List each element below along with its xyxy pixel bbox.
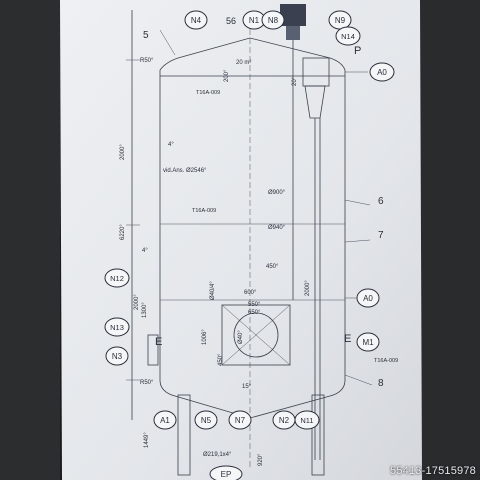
item-6-label: 6 xyxy=(378,196,384,207)
bubble-a1: A1 xyxy=(153,410,177,430)
tank-shell-outline xyxy=(159,70,346,419)
annot-dim-1006: 1006° xyxy=(202,329,208,345)
bubble-m1: M1 xyxy=(356,332,380,352)
annot-angle-20: 20° xyxy=(292,76,298,86)
leader-6 xyxy=(344,199,371,206)
annot-dim-2000-right: 2000° xyxy=(305,280,311,296)
manhole-frame xyxy=(221,304,291,366)
paper-sheet xyxy=(60,0,422,480)
bubble-n11: N11 xyxy=(294,410,320,430)
e-right-label: E xyxy=(344,333,351,345)
bubble-n12: N12 xyxy=(104,268,130,288)
p-mark-label: P xyxy=(354,45,361,57)
bubble-a0-mid: A0 xyxy=(356,288,380,308)
annot-angle-4-mid: 4° xyxy=(142,248,148,254)
bubble-ep-text: EP xyxy=(221,470,232,479)
bubble-m1-text: M1 xyxy=(362,338,374,347)
bubble-n5-text: N5 xyxy=(201,416,212,425)
bubble-n2-text: N2 xyxy=(279,416,290,425)
annot-tag-right: T16A-009 xyxy=(374,358,398,364)
annot-dim-450b: 450° xyxy=(218,353,224,366)
annot-dim-550: 550° xyxy=(248,302,261,308)
right-cyclone-cone xyxy=(304,85,326,119)
e-left-label: E xyxy=(155,336,162,348)
bubble-n13-text: N13 xyxy=(110,323,124,332)
annot-dim-1300: 1300° xyxy=(142,302,148,318)
level-glass xyxy=(147,334,159,366)
bubble-n12-text: N12 xyxy=(110,274,124,283)
annot-r50-bottom: R50° xyxy=(140,380,154,386)
annot-dim-640: Ø40° xyxy=(238,330,244,344)
bubble-n5: N5 xyxy=(194,410,218,430)
annot-dim-2000-low: 2000° xyxy=(134,294,140,310)
annot-ep-dim: Ø219,1x4° xyxy=(203,452,232,458)
annot-dim-940: Ø940° xyxy=(268,225,286,231)
bubble-n1-text: N1 xyxy=(249,16,260,25)
bubble-n3: N3 xyxy=(105,346,129,366)
item-56-label: 56 xyxy=(226,16,236,26)
bubble-a0-top: A0 xyxy=(369,62,395,82)
bubble-n14: N14 xyxy=(335,26,361,46)
leader-5 xyxy=(159,29,176,56)
annot-dim-650: 650° xyxy=(248,310,261,316)
annot-dim-900: Ø900° xyxy=(268,190,286,196)
bubble-n4: N4 xyxy=(184,10,208,30)
bubble-n2: N2 xyxy=(272,410,296,430)
item-7-label: 7 xyxy=(378,230,384,241)
annot-angle-4-top: 4° xyxy=(168,142,174,148)
item-5-label: 5 xyxy=(143,30,149,41)
annot-dim-840: Ø40/4° xyxy=(210,281,216,300)
watermark-id: 55413-17515978 xyxy=(390,465,476,477)
manhole-cover xyxy=(233,312,279,358)
bubble-n4-text: N4 xyxy=(191,16,202,25)
annot-dim-200: 200° xyxy=(224,69,230,82)
bubble-ep: EP xyxy=(209,465,243,480)
annot-dim-2000-left: 2000° xyxy=(120,144,126,160)
bubble-n7-text: N7 xyxy=(235,416,246,425)
item-8-label: 8 xyxy=(378,378,384,389)
support-leg-left xyxy=(177,394,191,476)
bubble-a0-top-text: A0 xyxy=(377,68,387,77)
annot-r50-top: R50° xyxy=(140,58,154,64)
annot-angle-15: 15° xyxy=(242,384,252,390)
bubble-n13: N13 xyxy=(104,317,130,337)
bubble-n9-text: N9 xyxy=(335,16,346,25)
annot-vid-ans: vid.Ans. Ø2546° xyxy=(163,168,207,174)
annot-dim-450: 450° xyxy=(266,264,279,270)
bubble-n3-text: N3 xyxy=(112,352,123,361)
tank-roof-outline xyxy=(159,37,346,71)
bubble-n9: N9 xyxy=(328,10,352,30)
annot-dim-1449: 1449° xyxy=(144,432,150,448)
bubble-a0-mid-text: A0 xyxy=(363,294,373,303)
bubble-n14-text: N14 xyxy=(341,32,355,41)
bubble-n8-text: N8 xyxy=(268,16,279,25)
annot-tag-top: T16A-009 xyxy=(196,90,220,96)
manhole-diagonal xyxy=(221,304,291,366)
annot-tag-mid: T16A-009 xyxy=(192,208,216,214)
right-cyclone-top xyxy=(302,57,330,87)
bubble-n7: N7 xyxy=(228,410,252,430)
annot-dim-600: 600° xyxy=(244,290,257,296)
leader-7 xyxy=(344,239,371,243)
annot-dim-920: 920° xyxy=(258,453,264,466)
motor-coupling xyxy=(286,26,300,40)
bubble-a1-text: A1 xyxy=(160,416,170,425)
bubble-n8: N8 xyxy=(261,10,285,30)
bubble-n11-text: N11 xyxy=(300,416,313,425)
leader-8 xyxy=(344,374,373,386)
annot-dim-6220: 6220° xyxy=(120,224,126,240)
motor-block xyxy=(280,4,306,26)
support-leg-right xyxy=(311,394,325,476)
annot-m2: 20 m² xyxy=(236,60,251,66)
